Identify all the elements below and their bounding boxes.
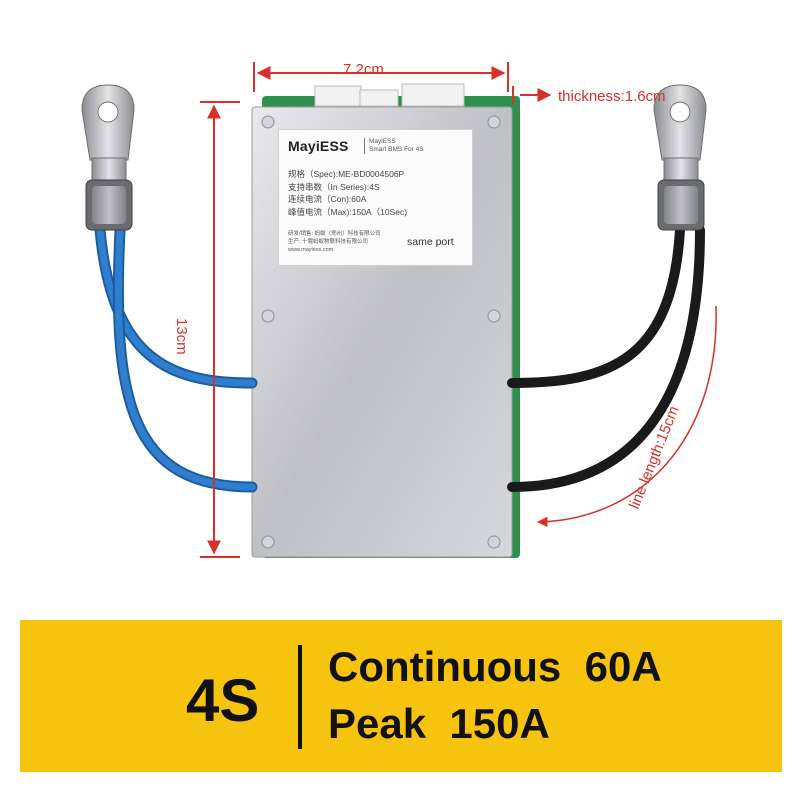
brand-logo: MayiESS bbox=[288, 138, 349, 154]
spec-series: 支持串数（In Series):4S bbox=[288, 181, 380, 192]
continuous-current: Continuous 60A bbox=[328, 643, 662, 690]
brand-subtitle: MayiESS Smart BMS For 4S bbox=[364, 138, 424, 154]
width-dimension-line bbox=[253, 62, 509, 92]
screw bbox=[261, 309, 275, 323]
maker-info: 研发/销售: 蚂蚁（郑州）科技有限公司 生产: 十堰蚂蚁物联科技有限公司 www… bbox=[288, 230, 381, 254]
bms-illustration bbox=[81, 62, 717, 558]
right-ring-terminal bbox=[653, 84, 707, 231]
thickness-dimension-line bbox=[512, 86, 552, 104]
brand-sub-line-1: MayiESS bbox=[369, 138, 396, 145]
spec-peak: 峰值电流（Max):150A（10Sec) bbox=[288, 206, 408, 217]
same-port-text: same port bbox=[407, 236, 454, 248]
height-label: 13cm bbox=[173, 318, 190, 355]
screw bbox=[487, 535, 501, 549]
line-length-arc bbox=[536, 305, 717, 528]
screw bbox=[261, 535, 275, 549]
blue-wires bbox=[94, 224, 258, 493]
screw bbox=[261, 115, 275, 129]
width-label: 7.2cm bbox=[343, 61, 384, 78]
thickness-label: thickness:1.6cm bbox=[558, 88, 666, 105]
spec-model: 规格（Spec):ME-BD0004506P bbox=[288, 169, 405, 179]
spec-continuous: 连续电流（Con):60A bbox=[288, 194, 367, 204]
series-count: 4S bbox=[186, 667, 260, 734]
left-ring-terminal bbox=[81, 84, 135, 231]
maker-rd: 研发/销售: 蚂蚁（郑州）科技有限公司 bbox=[288, 231, 381, 237]
spec-list: 规格（Spec):ME-BD0004506P 支持串数（In Series):4… bbox=[288, 168, 407, 218]
maker-production: 生产: 十堰蚂蚁物联科技有限公司 bbox=[288, 239, 369, 245]
screw bbox=[487, 115, 501, 129]
brand-sub-line-2: Smart BMS For 4S bbox=[369, 146, 424, 153]
spec-banner bbox=[20, 620, 782, 772]
maker-website: www.mayiess.com bbox=[288, 247, 334, 253]
product-sticker: MayiESS MayiESS Smart BMS For 4S 规格（Spec… bbox=[278, 129, 473, 266]
banner-divider bbox=[298, 645, 302, 749]
peak-current: Peak 150A bbox=[328, 700, 550, 747]
product-photo: 7.2cm 13cm thickness:1.6cm line length:1… bbox=[81, 61, 717, 558]
screw bbox=[487, 309, 501, 323]
balance-connector bbox=[314, 83, 465, 107]
black-wires bbox=[507, 225, 705, 492]
height-dimension-line bbox=[200, 101, 240, 558]
